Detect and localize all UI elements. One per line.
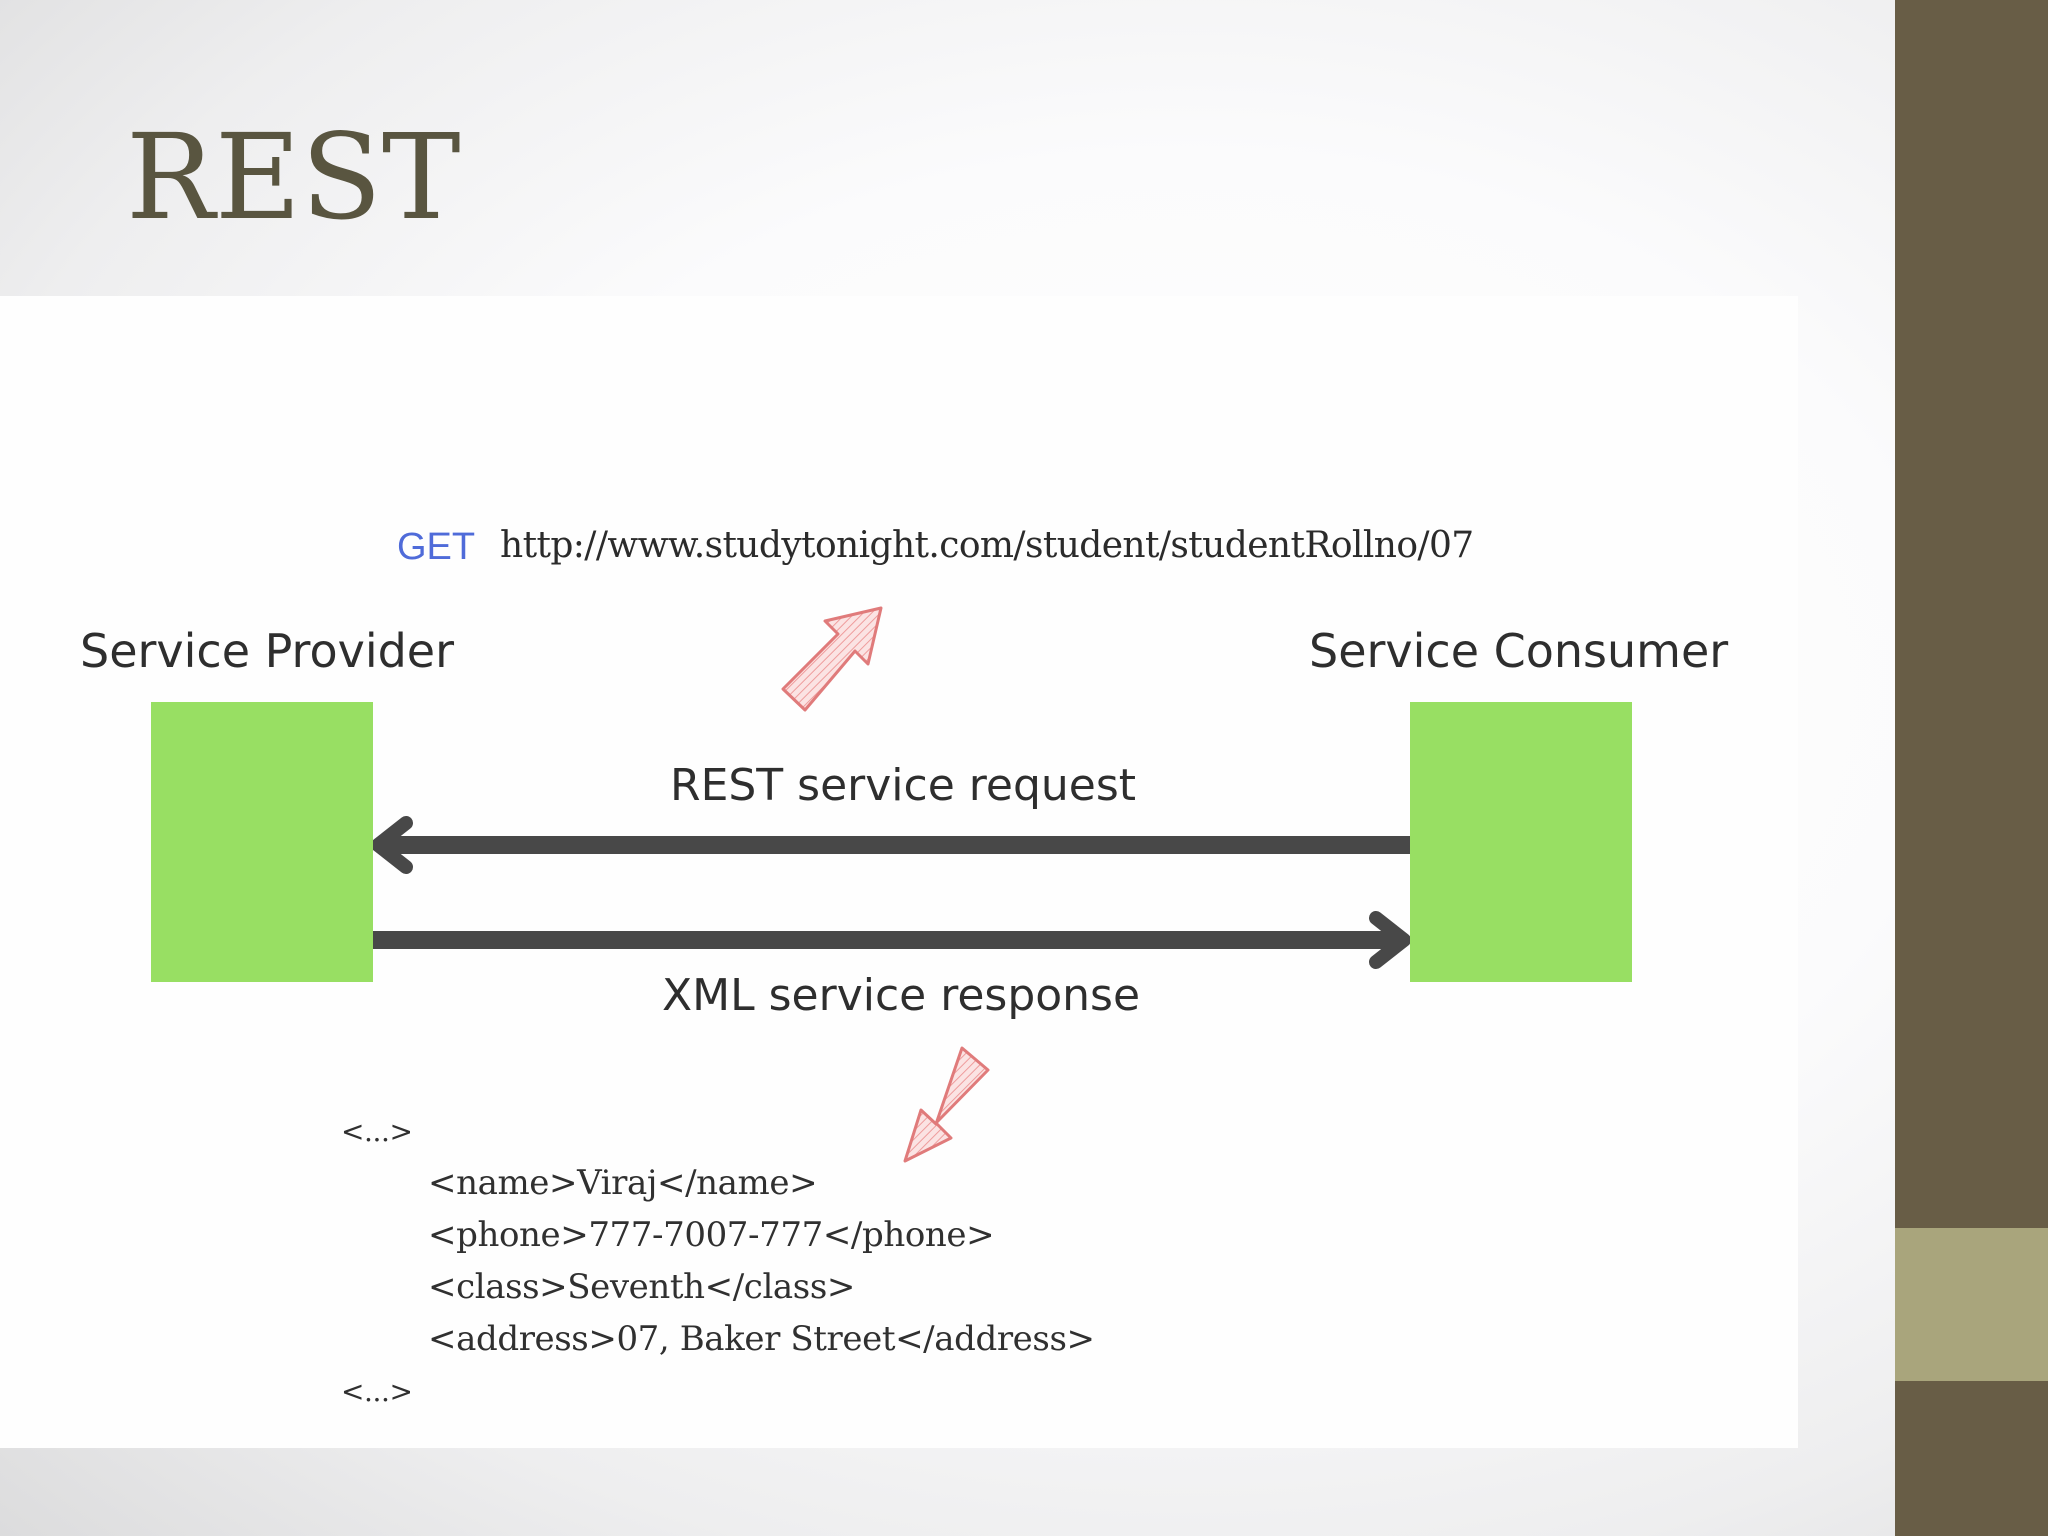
request-arrow-label: REST service request — [670, 760, 1137, 811]
xml-line: <name>Viraj</name> — [428, 1163, 818, 1203]
response-arrow — [364, 911, 1411, 969]
xml-line: <address>07, Baker Street</address> — [428, 1319, 1095, 1359]
service-provider-label: Service Provider — [80, 624, 455, 678]
xml-line: <...> — [341, 1115, 413, 1148]
sidebar-accent-block — [1895, 1228, 2048, 1381]
xml-line: <...> — [341, 1375, 413, 1408]
diagram-graphics — [364, 606, 1419, 1163]
request-arrow — [371, 816, 1419, 874]
diagonal-arrow-up-right-icon — [781, 606, 883, 712]
service-consumer-label: Service Consumer — [1309, 624, 1729, 678]
request-url: http://www.studytonight.com/student/stud… — [500, 525, 1474, 566]
xml-line: <class>Seventh</class> — [428, 1267, 855, 1307]
slide-title: REST — [126, 108, 461, 246]
xml-line: <phone>777-7007-777</phone> — [428, 1215, 995, 1255]
diagonal-arrow-down-left-icon — [903, 1046, 990, 1163]
service-provider-box — [151, 702, 373, 982]
rest-diagram: GET http://www.studytonight.com/student/… — [0, 296, 1798, 1448]
service-consumer-box — [1410, 702, 1632, 982]
http-method-label: GET — [397, 526, 476, 568]
response-arrow-label: XML service response — [662, 970, 1141, 1021]
